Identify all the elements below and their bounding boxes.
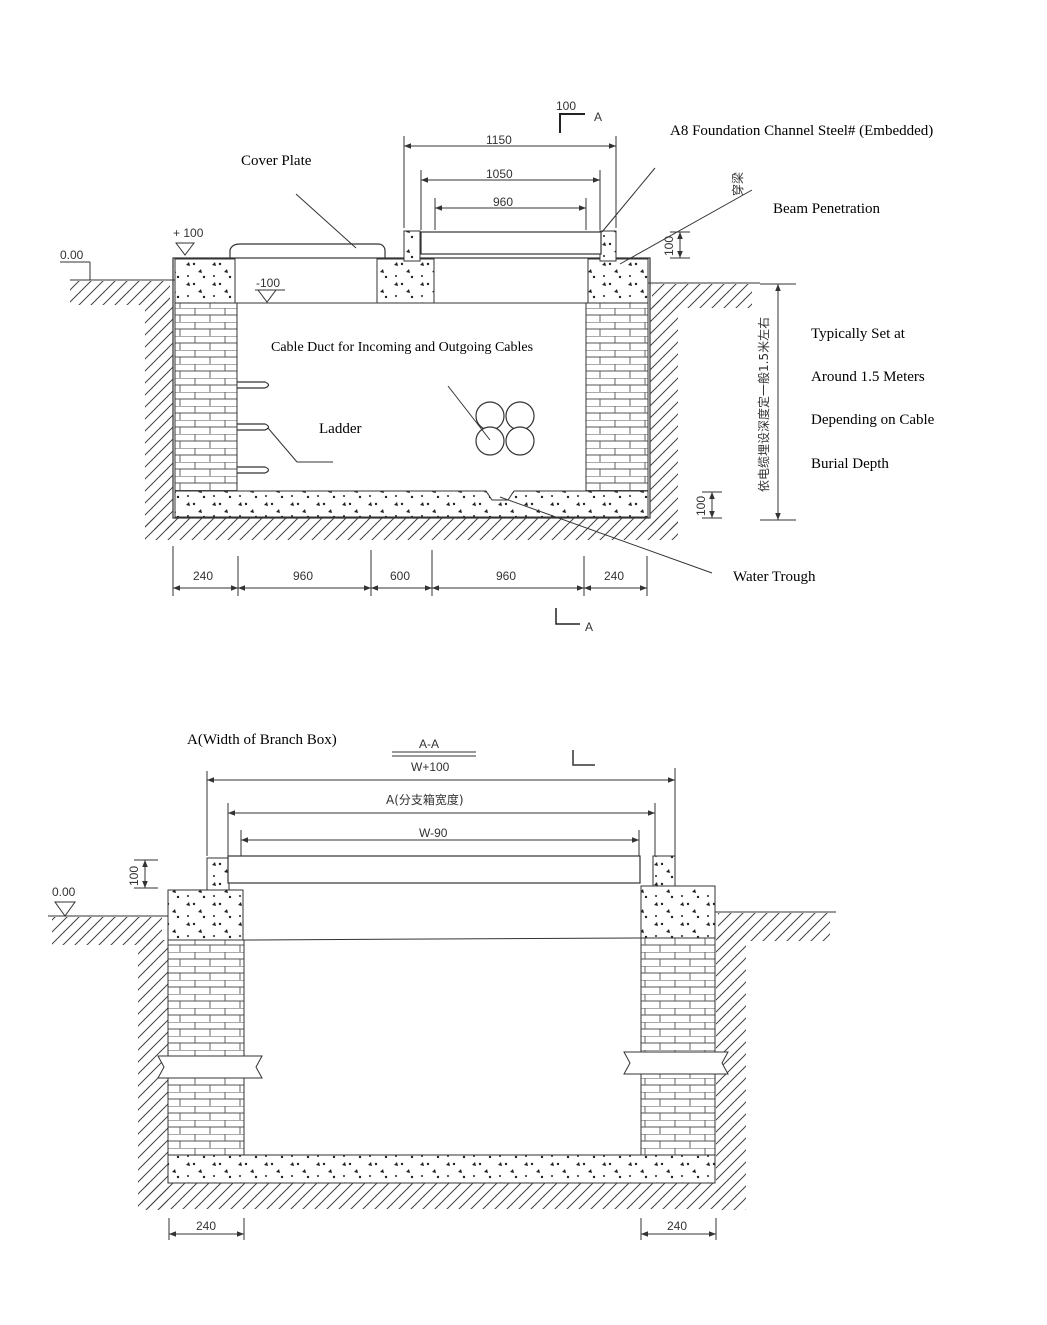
elevation-ground-b: 0.00 xyxy=(52,885,76,917)
ground-bottom xyxy=(145,518,678,540)
dim-1050: 1050 xyxy=(486,167,513,181)
left-brick-wall-b xyxy=(167,939,245,1156)
ground-right-b xyxy=(714,911,836,1210)
beam-penetration-label: Beam Penetration xyxy=(773,201,881,217)
depth-cn-label: 依电缆埋设深度定一般1.5米左右 xyxy=(756,317,771,492)
ground-bottom-b xyxy=(145,1183,720,1209)
section-mark-bottom: A xyxy=(555,608,593,634)
dim-1150: 1150 xyxy=(486,133,512,147)
beam-penetration-box xyxy=(752,176,926,240)
dim-b-960a: 960 xyxy=(293,569,313,583)
cover-plate-b xyxy=(227,855,641,884)
cover-plate-label: Cover Plate xyxy=(241,153,312,169)
dim-960: 960 xyxy=(493,195,513,209)
cover-plate-box xyxy=(220,127,344,193)
cover-plate-outline xyxy=(229,243,386,258)
dim-b-600: 600 xyxy=(390,569,410,583)
dim-left-100-b xyxy=(134,859,158,889)
ground-left xyxy=(70,279,175,530)
svg-text:0.00: 0.00 xyxy=(60,248,84,262)
svg-text:-100: -100 xyxy=(256,276,280,290)
dims-bottom-b xyxy=(168,1218,717,1240)
ground-right xyxy=(648,282,760,530)
dim-b2-240b: 240 xyxy=(667,1219,687,1233)
water-trough-box xyxy=(712,544,885,608)
branch-width-label: A(Width of Branch Box) xyxy=(187,732,337,748)
ladder-box xyxy=(298,396,390,460)
floor-slab xyxy=(174,490,649,518)
svg-text:0.00: 0.00 xyxy=(52,885,76,899)
right-brick-wall xyxy=(585,302,649,492)
channel-steel-label: A8 Foundation Channel Steel# (Embedded) xyxy=(670,123,933,139)
dim-a-width: A(分支箱宽度) xyxy=(386,792,464,807)
depth-note-line-3: Depending on Cable xyxy=(811,412,935,428)
right-wall-sleeve xyxy=(623,1051,729,1075)
top-section: 0.00 + 100 -100 100 A A xyxy=(60,96,987,634)
dim-floor-100 xyxy=(702,491,722,519)
dims-bottom xyxy=(172,546,648,596)
dim-floor-100-label: 100 xyxy=(694,496,708,516)
leader-lines xyxy=(267,167,753,574)
dims-top-b xyxy=(206,768,676,856)
top-left-concrete xyxy=(174,258,236,304)
svg-text:A: A xyxy=(594,110,602,124)
depth-note-line-4: Burial Depth xyxy=(811,456,889,472)
svg-text:100: 100 xyxy=(556,99,576,113)
ladder-rungs xyxy=(237,381,270,474)
dims-top xyxy=(403,136,617,230)
right-curb xyxy=(599,230,617,262)
cable-bundle xyxy=(475,401,535,456)
dim-b2-240a: 240 xyxy=(196,1219,216,1233)
left-curb-b xyxy=(206,857,230,893)
bottom-section: 0.00 A-A W+100 A(分支箱宽度) W-90 10 xyxy=(48,706,836,1240)
dim-b-240b: 240 xyxy=(604,569,624,583)
elevation-minus: -100 xyxy=(255,276,285,303)
elevation-plus: + 100 xyxy=(173,226,204,256)
dim-w-plus-100: W+100 xyxy=(411,760,450,774)
svg-text:+ 100: + 100 xyxy=(173,226,204,240)
ground-left-b xyxy=(48,915,168,1210)
dim-w-minus-90: W-90 xyxy=(419,826,448,840)
dim-right-100-label: 100 xyxy=(662,236,676,256)
dim-left-100-b-label: 100 xyxy=(127,866,141,886)
depth-note-box xyxy=(790,300,973,495)
dim-depth xyxy=(760,283,796,521)
cable-duct-label: Cable Duct for Incoming and Outgoing Cab… xyxy=(271,340,533,355)
section-mark-b xyxy=(572,750,595,766)
section-title-aa: A-A xyxy=(419,737,439,751)
left-cap-b xyxy=(167,889,244,941)
dim-b-240a: 240 xyxy=(193,569,213,583)
right-brick-wall-b xyxy=(640,937,716,1156)
channel-steel-box xyxy=(650,96,987,162)
channel-steel-plate xyxy=(420,231,602,255)
left-wall-sleeve xyxy=(157,1055,263,1079)
floor-slab-b xyxy=(167,1154,716,1184)
svg-text:A: A xyxy=(585,620,593,634)
top-right-concrete xyxy=(587,258,649,304)
right-cap-b xyxy=(640,885,716,939)
mid-curb xyxy=(403,230,421,262)
depth-note-line-2: Around 1.5 Meters xyxy=(811,369,925,385)
water-trough-label: Water Trough xyxy=(733,569,816,585)
beam-cn-label: 穿梁 xyxy=(730,172,745,196)
ladder-label: Ladder xyxy=(319,421,361,437)
branch-width-box xyxy=(166,706,382,771)
elevation-ground: 0.00 xyxy=(60,248,91,280)
left-brick-wall xyxy=(174,302,238,492)
dim-b-960b: 960 xyxy=(496,569,516,583)
dim-right-100 xyxy=(670,231,690,259)
top-mid-concrete xyxy=(376,258,435,304)
right-curb-b xyxy=(652,855,676,891)
section-mark-top: 100 A xyxy=(556,99,602,133)
cable-duct-box xyxy=(248,312,573,380)
depth-note-line-1: Typically Set at xyxy=(811,326,906,342)
